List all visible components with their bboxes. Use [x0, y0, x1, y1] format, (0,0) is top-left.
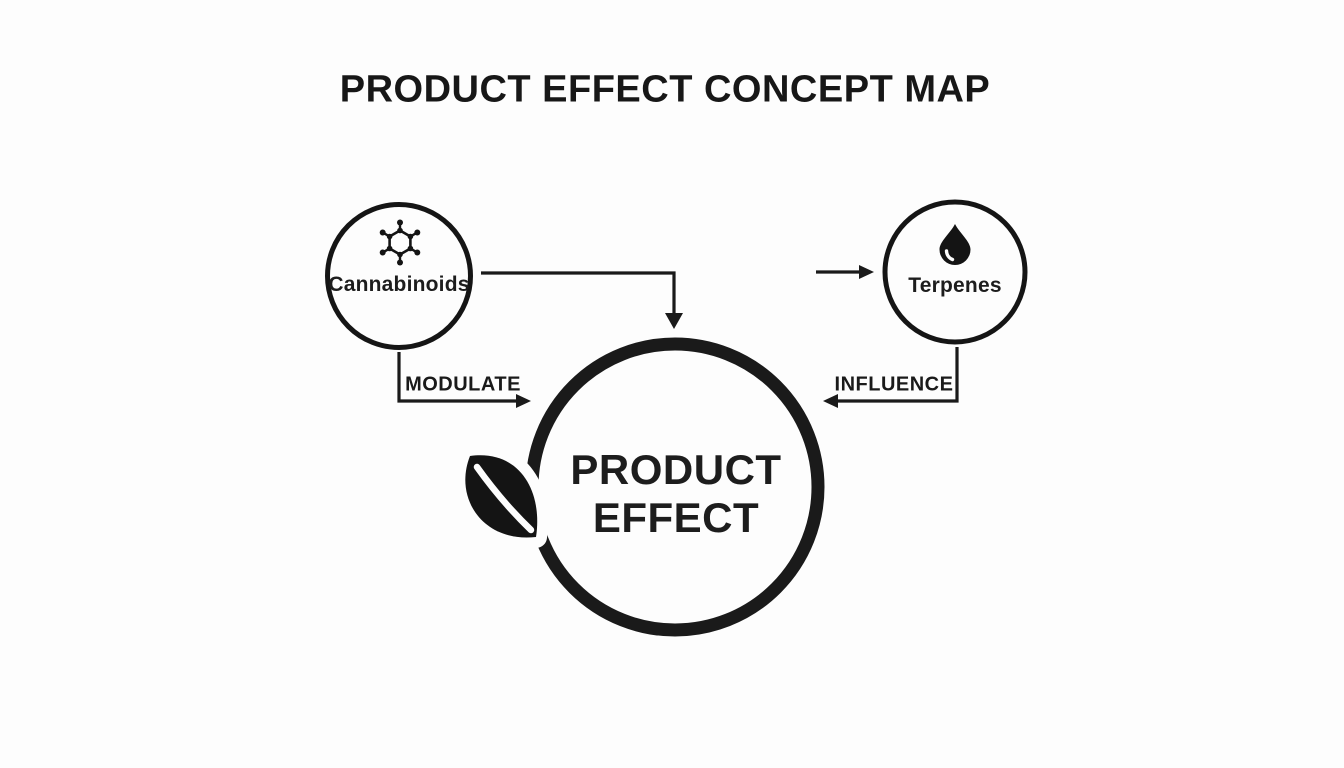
molecule-icon [379, 219, 421, 266]
arrowhead-right-icon [859, 265, 874, 279]
droplet-icon [939, 224, 971, 265]
arrowhead-right-icon [516, 394, 531, 408]
connector-influence [837, 347, 959, 403]
connector-cannabinoids-to-center [481, 271, 676, 314]
product-effect-node-label: PRODUCT EFFECT [570, 446, 782, 541]
terpenes-circle [882, 199, 1028, 345]
connector-modulate [397, 352, 517, 403]
influence-edge-label: INFLUENCE [834, 373, 954, 396]
arrowhead-down-icon [665, 313, 683, 329]
page-title: PRODUCT EFFECT CONCEPT MAP [339, 68, 991, 111]
cannabinoids-circle [325, 202, 473, 350]
leaf-icon [454, 444, 549, 549]
arrowhead-left-icon [823, 394, 838, 408]
terpenes-node-label: Terpenes [908, 274, 1002, 297]
cannabinoids-node-label: Cannabinoids [328, 273, 470, 296]
modulate-edge-label: MODULATE [405, 373, 521, 396]
